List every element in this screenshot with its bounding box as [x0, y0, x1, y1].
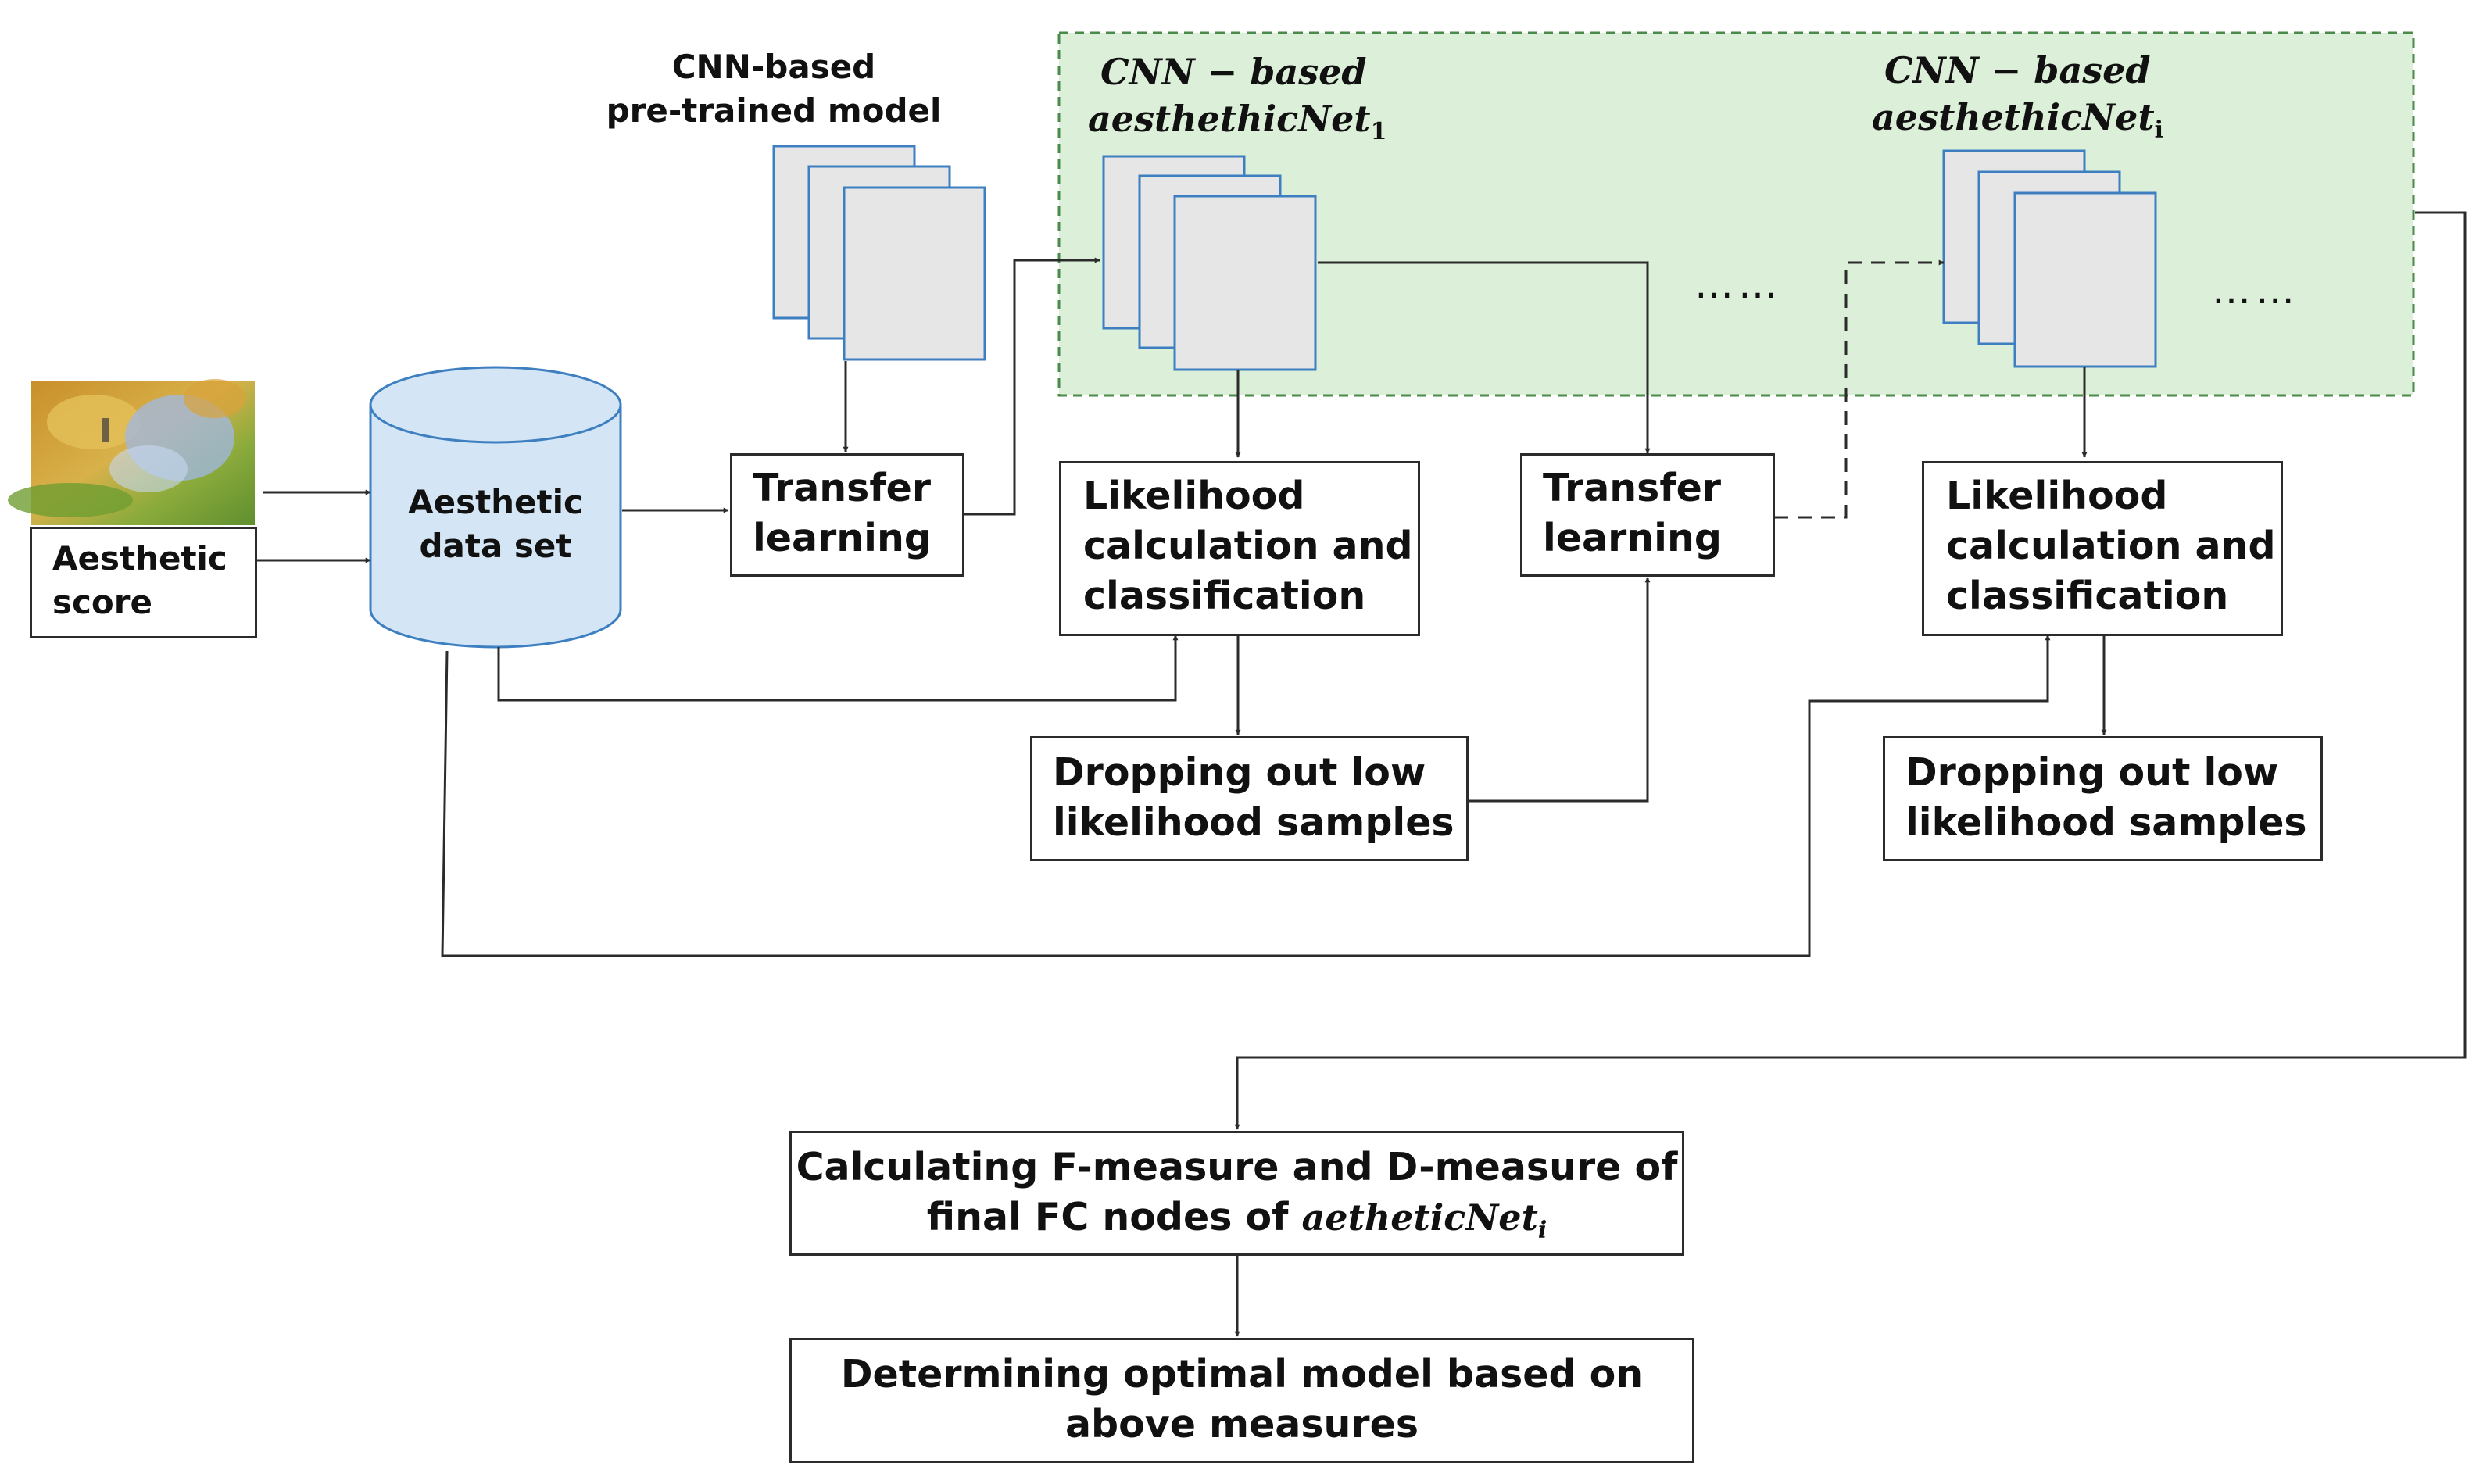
- likelihood2-line3: classification: [1946, 574, 2229, 618]
- neti-label-sub: i: [2154, 116, 2164, 144]
- pretrained-layer-stack: [772, 145, 986, 361]
- net1-label-sub: 1: [1370, 118, 1387, 145]
- edge-dataset-to-likelihood2: [441, 635, 2051, 957]
- pretrained-label-line1: CNN-based: [671, 48, 876, 86]
- likelihood-box-1: Likelihood calculation and classificatio…: [1059, 461, 1420, 636]
- dropping-box-1: Dropping out low likelihood samples: [1030, 736, 1469, 861]
- connectors: [256, 211, 2467, 1337]
- dropping1-line2: likelihood samples: [1053, 800, 1454, 845]
- edge-net1-to-transfer2: [1318, 261, 1651, 454]
- likelihood-box-2: Likelihood calculation and classificatio…: [1922, 461, 2283, 636]
- determining-line2: above measures: [1064, 1402, 1419, 1446]
- net1-label-line2: aesthethicNet1: [1088, 95, 1387, 156]
- dropping1-line1: Dropping out low: [1053, 750, 1426, 795]
- pretrained-label: CNN-based pre-trained model: [602, 45, 946, 133]
- aesthetic-score-line2: score: [52, 583, 152, 621]
- likelihood1-line2: calculation and: [1083, 524, 1413, 568]
- transfer2-line1: Transfer: [1543, 466, 1722, 510]
- net1-label-main: aesthethicNet: [1088, 98, 1371, 140]
- edge-transfer2-to-neti: [1774, 259, 1945, 519]
- transfer1-line1: Transfer: [753, 466, 932, 510]
- calculating-line1: Calculating F-measure and D-measure of: [796, 1145, 1678, 1189]
- net1-label: CNN − based aesthethicNet1: [1088, 48, 1387, 156]
- dataset-label: Aesthetic data set: [378, 481, 613, 568]
- likelihood2-line2: calculation and: [1946, 524, 2276, 568]
- edge-dataset-to-likelihood1: [497, 635, 1179, 702]
- dropping-box-2: Dropping out low likelihood samples: [1883, 736, 2323, 861]
- calculating-line2-prefix: final FC nodes of: [926, 1195, 1289, 1239]
- neti-label: CNN − based aesthethicNeti: [1872, 47, 2163, 154]
- determining-line1: Determining optimal model based on: [840, 1352, 1644, 1396]
- dataset-label-line2: data set: [419, 527, 572, 565]
- dataset-label-line1: Aesthetic: [408, 483, 583, 521]
- ellipsis-middle: ……: [1694, 262, 1782, 307]
- transfer-learning-box-1: Transfer learning: [730, 453, 964, 577]
- ellipsis-right: ……: [2212, 267, 2299, 313]
- neti-label-line2: aesthethicNeti: [1872, 94, 2163, 154]
- dropping2-line1: Dropping out low: [1905, 750, 2279, 795]
- aesthetic-score-line1: Aesthetic: [52, 539, 227, 578]
- calculating-math-sub: i: [1537, 1217, 1548, 1245]
- net1-label-line1: CNN − based: [1100, 51, 1367, 93]
- calculating-box: Calculating F-measure and D-measure of f…: [789, 1131, 1684, 1256]
- likelihood1-line1: Likelihood: [1083, 474, 1305, 518]
- net1-layer-stack: [1102, 155, 1317, 371]
- neti-label-main: aesthethicNet: [1872, 96, 2155, 138]
- edge-dropping1-to-transfer2: [1467, 577, 1651, 803]
- edge-region-to-calculating: [1234, 211, 2467, 1130]
- transfer2-line2: learning: [1543, 516, 1722, 560]
- likelihood1-line3: classification: [1083, 574, 1366, 618]
- edge-transfer1-to-net1: [964, 257, 1100, 516]
- transfer-learning-box-2: Transfer learning: [1520, 453, 1775, 577]
- likelihood2-line1: Likelihood: [1946, 474, 2168, 518]
- calculating-math-main: aetheticNet: [1301, 1196, 1538, 1239]
- aesthetic-score-box: Aesthetic score: [30, 527, 257, 638]
- calculating-line2-math: aetheticNeti: [1301, 1196, 1548, 1244]
- dropping2-line2: likelihood samples: [1905, 800, 2307, 845]
- determining-box: Determining optimal model based on above…: [789, 1338, 1694, 1463]
- transfer1-line2: learning: [753, 516, 932, 560]
- dataset-cylinder: [369, 366, 622, 649]
- aesthetic-photo: [8, 379, 255, 525]
- neti-layer-stack: [1942, 149, 2157, 368]
- calculating-line2: final FC nodes of aetheticNeti: [792, 1193, 1682, 1256]
- pretrained-label-line2: pre-trained model: [606, 91, 942, 130]
- neti-label-line1: CNN − based: [1884, 49, 2151, 91]
